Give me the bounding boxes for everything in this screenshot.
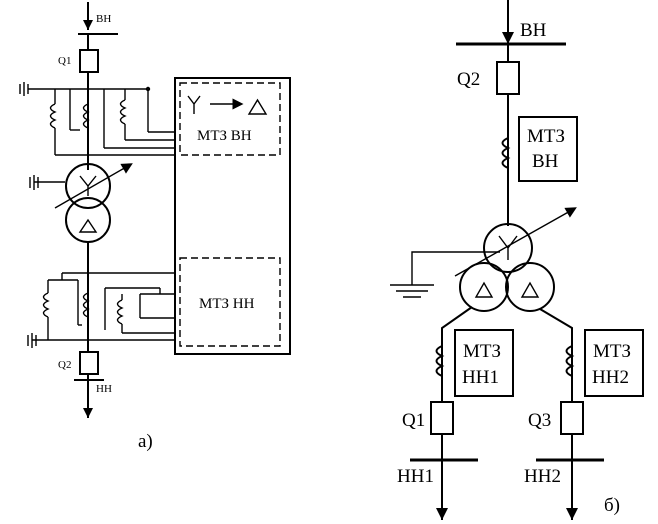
neutral-ground-b [390, 251, 500, 298]
relay-hv-box-a [179, 82, 281, 156]
relay-lv2-box-b [584, 329, 644, 397]
hv-bus-label-a: ВН [96, 13, 111, 25]
relay-hv-label-b1: МТЗ [527, 126, 565, 147]
breaker-q1-label-b: Q1 [402, 410, 425, 431]
relay-hv-label-a: МТЗ ВН [197, 128, 252, 144]
breaker-q3-label-b: Q3 [528, 410, 551, 431]
breaker-q2-a [79, 351, 99, 375]
relay-lv1-label-b2: НН1 [462, 367, 499, 388]
caption-a: а) [138, 431, 153, 452]
upper-ct-group-a [19, 82, 175, 156]
breaker-q3-b [560, 401, 584, 435]
relay-lv1-box-b [454, 329, 514, 397]
caption-b: б) [604, 495, 620, 516]
lower-ct-group-a [27, 272, 175, 348]
breaker-q2-b [496, 61, 520, 95]
relay-hv-label-b2: ВН [532, 151, 559, 172]
lv-bus-label-a: НН [96, 383, 112, 395]
relay-hv-box-b [518, 116, 578, 182]
breaker-q2-label-b: Q2 [457, 69, 480, 90]
relay-lv2-label-b1: МТЗ [593, 341, 631, 362]
breaker-q1-label-a: Q1 [58, 55, 71, 67]
relay-lv-label-a: МТЗ НН [199, 296, 255, 312]
lv2-bus-label-b: НН2 [524, 466, 561, 487]
breaker-q1-a [79, 49, 99, 73]
ct-hv-b [501, 137, 511, 169]
relay-panel-a [174, 77, 291, 355]
transformer-b [454, 207, 577, 312]
diagram-b: ВН Q2 МТЗ ВН МТЗ Н [390, 0, 644, 520]
lv1-bus-label-b: НН1 [397, 466, 434, 487]
diagram-a: ВН Q1 [19, 2, 291, 452]
transformer-a [29, 163, 133, 243]
relay-lv2-label-b2: НН2 [592, 367, 629, 388]
ct-lv2-b [565, 345, 575, 377]
breaker-q1-b [430, 401, 454, 435]
breaker-q2-label-a: Q2 [58, 359, 71, 371]
relay-lv-box-a [179, 257, 281, 347]
ct-lv1-b [435, 345, 445, 377]
hv-bus-label-b: ВН [520, 20, 547, 41]
relay-lv1-label-b1: МТЗ [463, 341, 501, 362]
